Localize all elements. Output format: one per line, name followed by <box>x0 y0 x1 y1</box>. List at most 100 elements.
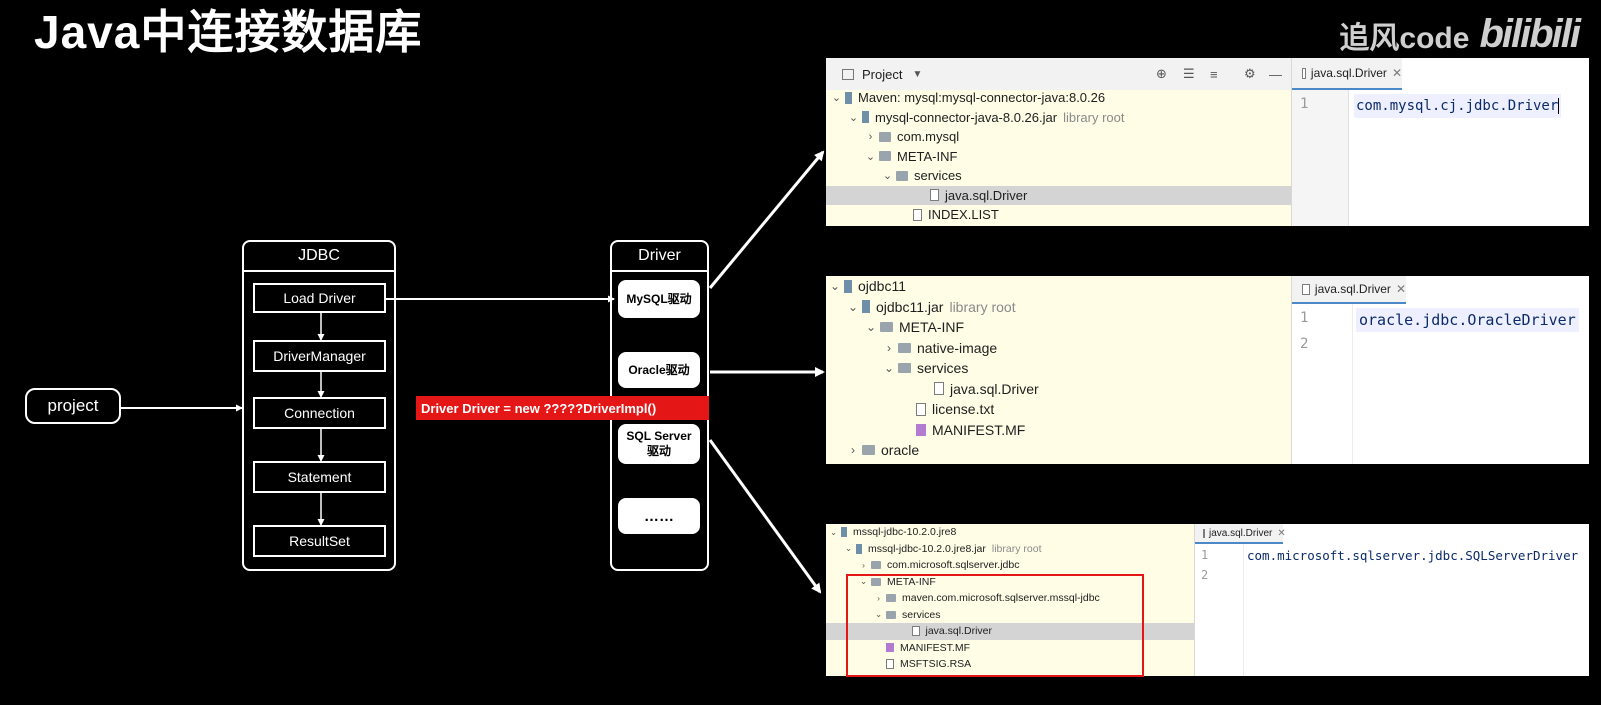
tab-java-sql-driver[interactable]: java.sql.Driver ✕ <box>1195 524 1286 544</box>
chevron-down-icon[interactable]: ⌄ <box>883 361 895 376</box>
tree-label: java.sql.Driver <box>925 625 993 638</box>
line-number: 1 <box>1300 96 1309 112</box>
tree-label: mssql-jdbc-10.2.0.jre8 <box>853 526 957 539</box>
chevron-right-icon[interactable]: › <box>887 340 891 355</box>
code-line[interactable]: oracle.jdbc.OracleDriver <box>1356 308 1579 332</box>
tree-rows: ⌄mssql-jdbc-10.2.0.jre8⌄mssql-jdbc-10.2.… <box>826 524 1194 676</box>
tree-row[interactable]: ›oracle <box>826 440 1291 461</box>
chevron-down-icon[interactable]: ⌄ <box>859 576 868 587</box>
chevron-down-icon[interactable]: ⌄ <box>865 320 877 335</box>
jdbc-column: JDBC <box>242 240 396 571</box>
tree-row[interactable]: ⌄services <box>826 166 1291 186</box>
folder-icon <box>871 561 881 570</box>
tree-row[interactable]: ⌄ services <box>826 358 1291 379</box>
chevron-down-icon[interactable]: ⌄ <box>844 543 853 554</box>
jar-icon <box>862 300 870 314</box>
tree-row[interactable]: ⌄META-INF <box>826 574 1194 591</box>
folder-icon <box>898 363 911 374</box>
tree-row[interactable]: › com.microsoft.sqlserver.jdbc <box>826 557 1194 574</box>
tab-java-sql-driver[interactable]: java.sql.Driver ✕ <box>1292 58 1402 90</box>
chevron-down-icon[interactable]: ▼ <box>912 68 923 80</box>
code-line[interactable]: com.microsoft.sqlserver.jdbc.SQLServerDr… <box>1247 548 1578 564</box>
project-label[interactable]: Project <box>862 66 903 82</box>
line-number: 2 <box>1300 336 1309 352</box>
tree-row[interactable]: ⌄META-INF <box>826 317 1291 338</box>
jar-icon <box>856 543 862 554</box>
tree-row[interactable]: ›maven.com.microsoft.sqlserver.mssql-jdb… <box>826 590 1194 607</box>
folder-icon <box>879 131 891 142</box>
text-cursor <box>1558 98 1560 114</box>
code-text: oracle.jdbc.OracleDriver <box>1359 311 1576 329</box>
expand-all-icon[interactable]: ☰ <box>1183 66 1195 81</box>
editor: java.sql.Driver ✕ 1 2 oracle.jdbc.Oracle… <box>1291 276 1589 464</box>
tree-row[interactable]: ⌄ojdbc11 <box>826 276 1291 297</box>
editor: java.sql.Driver ✕ 1 2 com.microsoft.sqls… <box>1194 524 1589 676</box>
tree-row[interactable]: ›native-image <box>826 338 1291 359</box>
tree-row[interactable]: MANIFEST.MF <box>826 640 1194 657</box>
library-root-hint: library root <box>949 298 1016 315</box>
jar-lib-icon <box>841 527 847 538</box>
locate-icon[interactable]: ⊕ <box>1156 66 1167 81</box>
project-tree: Project ▼ ⊕ ☰ ≡ ⚙ — ⌄Maven: mysql:mysql-… <box>826 58 1291 226</box>
ide-panel-mssql: ⌄mssql-jdbc-10.2.0.jre8⌄mssql-jdbc-10.2.… <box>826 524 1589 676</box>
close-icon[interactable]: ✕ <box>1277 527 1286 539</box>
driver-oracle: Oracle驱动 <box>618 352 700 388</box>
line-number: 1 <box>1201 548 1209 562</box>
tree-row[interactable]: java.sql.Driver <box>826 185 1291 205</box>
tree-row[interactable]: ⌄ mssql-jdbc-10.2.0.jre8 <box>826 524 1194 541</box>
folder-icon <box>879 151 891 162</box>
tree-label: com.microsoft.sqlserver.jdbc <box>887 559 1020 572</box>
close-icon[interactable]: ✕ <box>1395 282 1406 296</box>
tree-row[interactable]: ⌄ services <box>826 607 1194 624</box>
folder-icon <box>896 170 908 181</box>
library-root-hint: library root <box>1063 109 1125 125</box>
chevron-down-icon[interactable]: ⌄ <box>829 279 841 294</box>
jdbc-header: JDBC <box>244 242 394 272</box>
step-connection: Connection <box>253 397 386 429</box>
close-icon[interactable]: ✕ <box>1391 66 1402 80</box>
minimize-icon[interactable]: — <box>1269 66 1282 82</box>
chevron-right-icon[interactable]: › <box>862 560 865 571</box>
tree-row[interactable]: INDEX.LIST <box>826 205 1291 225</box>
tab-label: java.sql.Driver <box>1310 66 1387 80</box>
page-title: Java中连接数据库 <box>34 6 423 58</box>
gear-icon[interactable]: ⚙ <box>1244 66 1256 81</box>
folder-icon <box>886 594 896 603</box>
tree-row[interactable]: ⌄ mysql-connector-java-8.0.26.jar library … <box>826 108 1291 128</box>
chevron-down-icon[interactable]: ⌄ <box>831 92 842 105</box>
collapse-all-icon[interactable]: ≡ <box>1210 66 1218 82</box>
chevron-right-icon[interactable]: › <box>877 593 880 604</box>
jar-icon <box>862 111 869 124</box>
chevron-down-icon[interactable]: ⌄ <box>829 526 838 537</box>
folder-icon <box>880 322 893 333</box>
tree-row[interactable]: ›com.mysql <box>826 127 1291 147</box>
tree-row[interactable]: java.sql.Driver <box>826 623 1194 640</box>
tree-row[interactable]: license.txt <box>826 399 1291 420</box>
tree-row[interactable]: ⌄Maven: mysql:mysql-connector-java:8.0.2… <box>826 88 1291 108</box>
chevron-right-icon[interactable]: › <box>868 130 873 143</box>
tree-row[interactable]: MSFTSIG.RSA <box>826 656 1194 673</box>
tree-label: services <box>902 608 941 621</box>
list-file-icon <box>913 208 922 221</box>
chevron-down-icon[interactable]: ⌄ <box>874 609 883 620</box>
chevron-down-icon[interactable]: ⌄ <box>882 170 893 183</box>
chevron-down-icon[interactable]: ⌄ <box>848 111 859 124</box>
tab-java-sql-driver[interactable]: java.sql.Driver ✕ <box>1292 276 1406 304</box>
chevron-down-icon[interactable]: ⌄ <box>847 299 859 314</box>
chevron-down-icon[interactable]: ⌄ <box>865 150 876 163</box>
editor: java.sql.Driver ✕ 1 com.mysql.cj.jdbc.Dr… <box>1291 58 1589 226</box>
tree-label: mysql-connector-java-8.0.26.jar <box>875 109 1058 125</box>
tree-row[interactable]: MANIFEST.MF <box>826 420 1291 441</box>
step-statement: Statement <box>253 461 386 493</box>
tree-row[interactable]: ⌄ META-INF <box>826 147 1291 167</box>
code-line[interactable]: com.mysql.cj.jdbc.Driver <box>1354 94 1562 118</box>
tree-label: services <box>917 360 969 377</box>
chevron-right-icon[interactable]: › <box>851 443 855 458</box>
file-icon <box>886 659 894 670</box>
tree-label: META-INF <box>897 148 958 164</box>
tree-row[interactable]: java.sql.Driver <box>826 379 1291 400</box>
watermark-text: 追风code <box>1339 21 1470 55</box>
